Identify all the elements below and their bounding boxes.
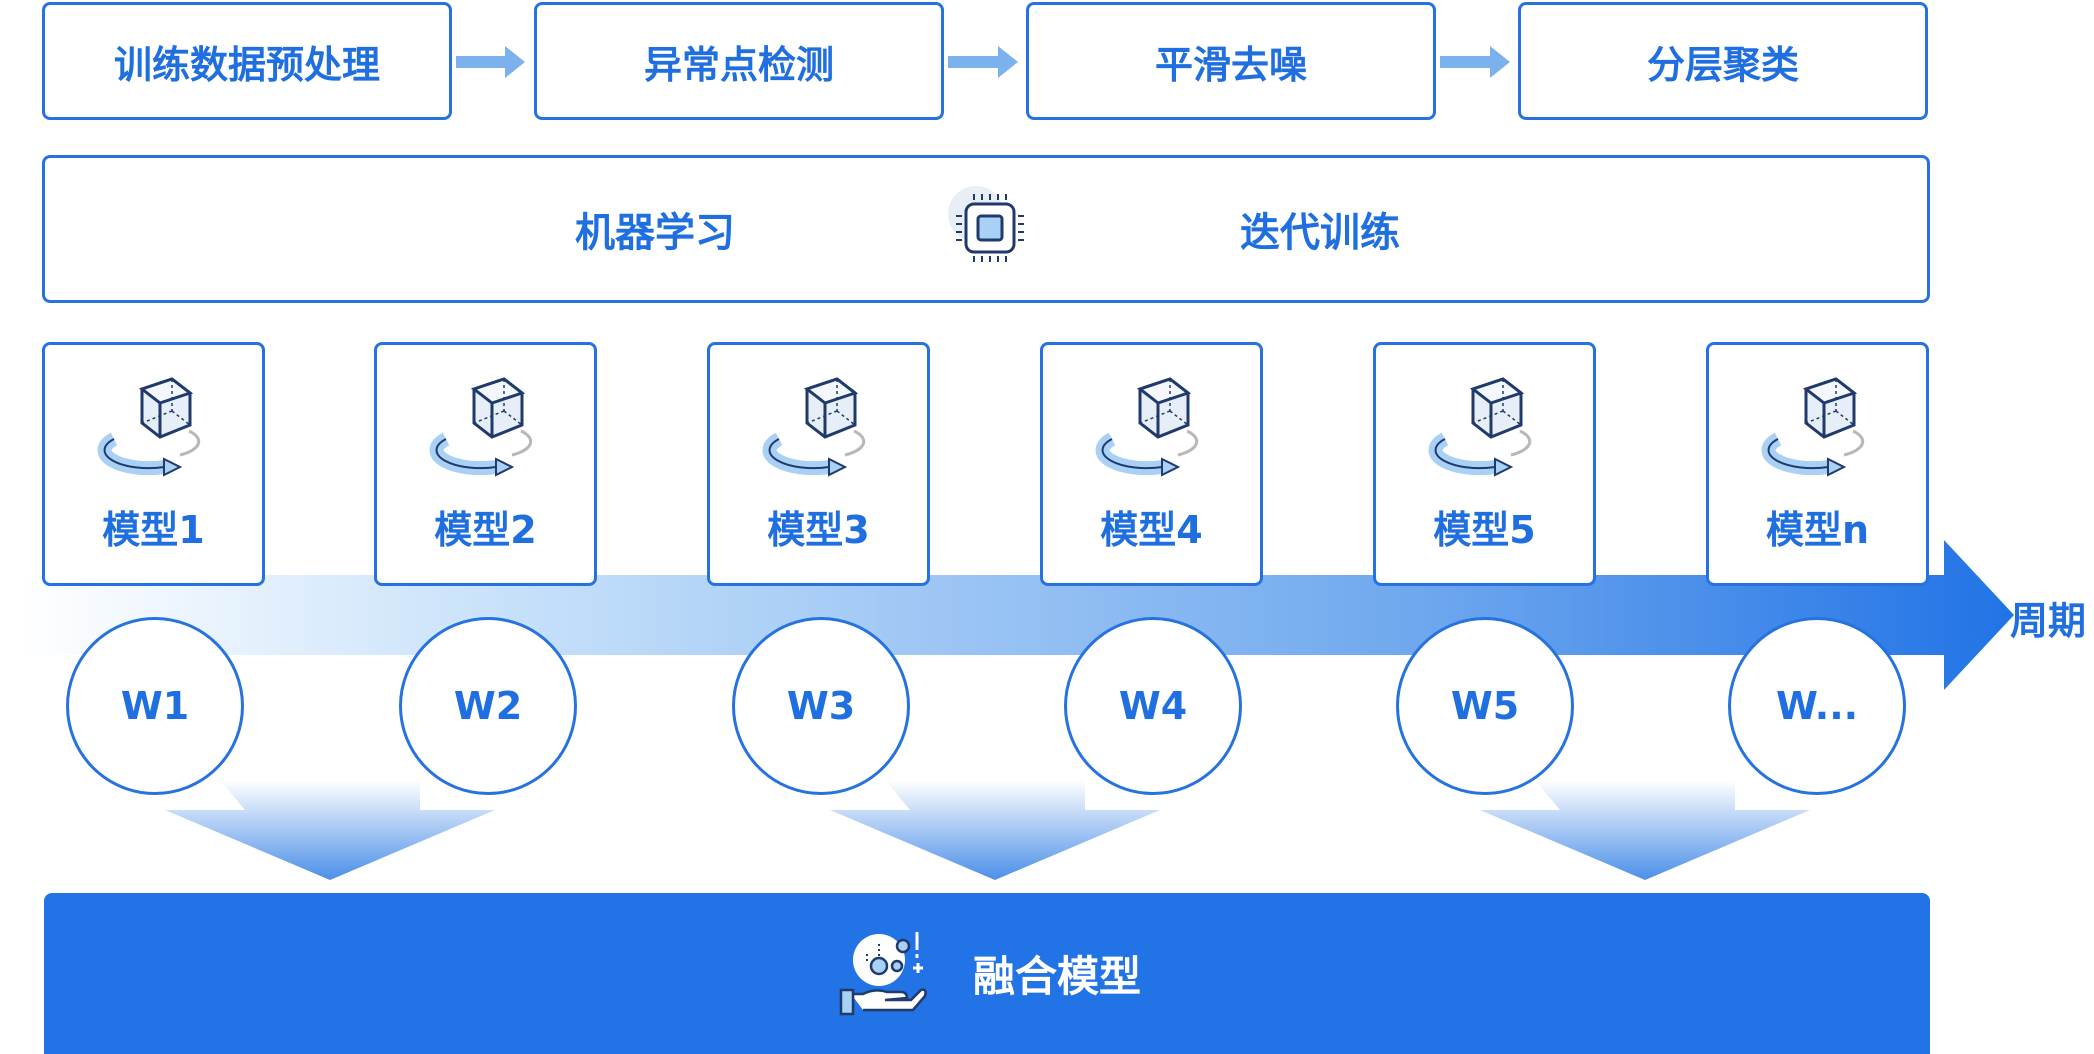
step-arrows [456,46,1510,78]
model-label: 模型5 [1433,508,1536,552]
model-card-5: 模型5 [1373,342,1596,586]
model-card-3: 模型3 [707,342,930,586]
model-card-2: 模型2 [374,342,597,586]
hand-molecule-icon [839,931,927,1015]
chip-icon [948,186,1024,262]
rotating-cube-icon [429,377,532,477]
model-label: 模型n [1765,508,1870,552]
step-smoothing: 平滑去噪 [1026,2,1436,120]
rotating-cube-icon [1428,377,1531,477]
step-anomaly-detection: 异常点检测 [534,2,944,120]
weight-circle-5: W5 [1396,617,1574,795]
model-label: 模型4 [1100,508,1203,552]
merge-funnel-2 [830,780,1160,880]
fusion-model-bar: 融合模型 [44,893,1930,1054]
model-card-4: 模型4 [1040,342,1263,586]
period-label: 周期 [2010,599,2087,643]
weight-circle-2: W2 [399,617,577,795]
step-preprocess: 训练数据预处理 [42,2,452,120]
rotating-cube-icon [1761,377,1864,477]
weight-circle-n: W... [1728,617,1906,795]
weight-circle-4: W4 [1064,617,1242,795]
merge-funnel-3 [1480,780,1810,880]
fusion-model-label: 融合模型 [972,952,1141,1001]
iterative-training-label: 迭代训练 [1240,210,1400,256]
model-label: 模型3 [767,508,870,552]
machine-learning-label: 机器学习 [575,210,735,256]
model-card-n: 模型n [1706,342,1929,586]
merge-funnel-1 [165,780,495,880]
model-label: 模型2 [434,508,537,552]
rotating-cube-icon [762,377,865,477]
step-clustering: 分层聚类 [1518,2,1928,120]
weight-circle-3: W3 [732,617,910,795]
training-panel: 机器学习 迭代训练 [42,155,1930,303]
rotating-cube-icon [1095,377,1198,477]
rotating-cube-icon [97,377,200,477]
model-card-1: 模型1 [42,342,265,586]
weight-circle-1: W1 [66,617,244,795]
model-label: 模型1 [102,508,205,552]
